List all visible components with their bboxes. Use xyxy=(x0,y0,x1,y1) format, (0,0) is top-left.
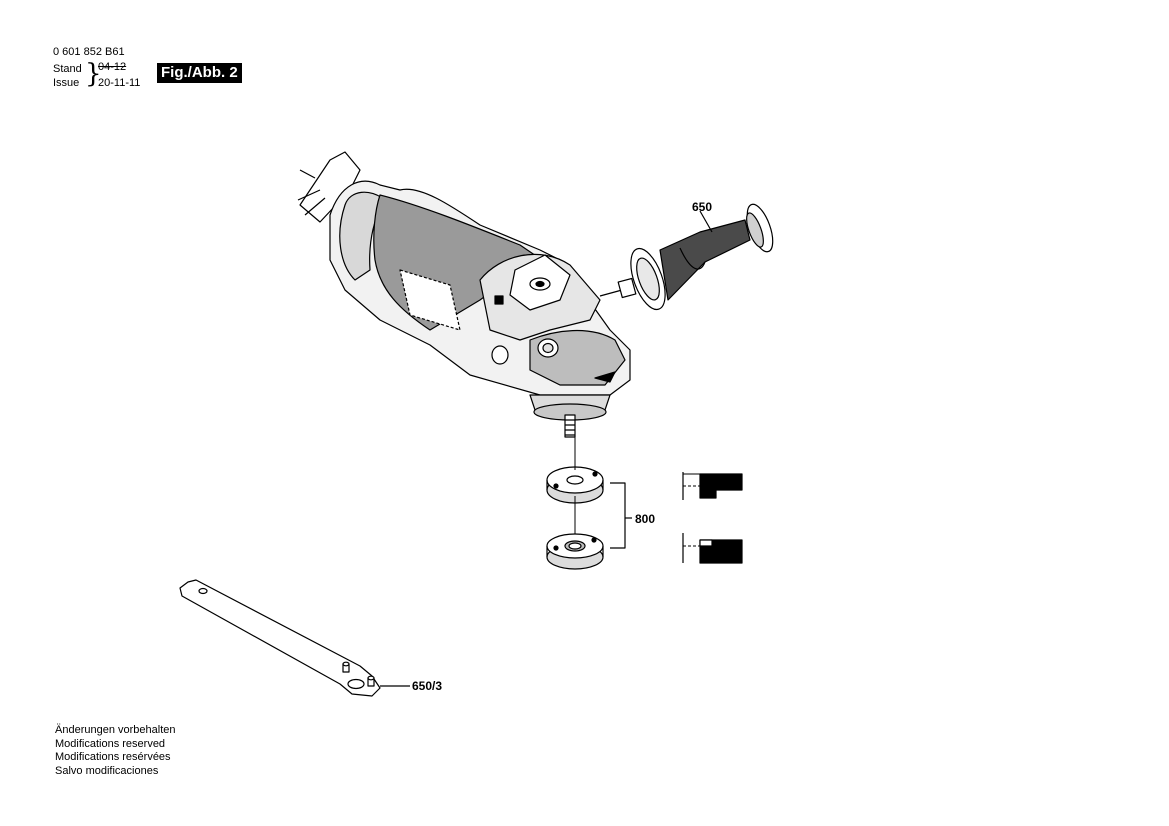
flange-section-detail-2 xyxy=(682,533,743,564)
part-number-flanges: 800 xyxy=(635,512,655,526)
stand-label: Stand xyxy=(53,63,82,75)
figure-label: Fig./Abb. 2 xyxy=(157,63,242,83)
spanner-part xyxy=(179,579,410,697)
flange-upper-part xyxy=(546,466,604,504)
notice-line-de: Änderungen vorbehalten xyxy=(55,724,176,736)
notice-line-es: Salvo modificaciones xyxy=(55,764,159,777)
stand-date-struck: 04-12 xyxy=(98,61,127,73)
notice-line-fr: Modifications resérvées xyxy=(55,751,171,763)
grinder-body xyxy=(297,151,631,438)
part-number-handle: 650 xyxy=(692,200,712,214)
side-handle-part xyxy=(599,203,774,311)
flange-section-detail-1 xyxy=(682,472,743,500)
brace-symbol: } xyxy=(85,59,102,89)
document-number: 0 601 852 B61 xyxy=(53,46,125,58)
part-number-spanner: 650/3 xyxy=(412,679,442,693)
issue-label: Issue xyxy=(53,77,80,89)
issue-date: 20-11-11 xyxy=(98,77,141,89)
flange-lower-part xyxy=(546,533,604,570)
modifications-notice: Änderungen vorbehalten Modifications res… xyxy=(55,724,175,778)
notice-line-en: Modifications reserved xyxy=(55,737,166,750)
